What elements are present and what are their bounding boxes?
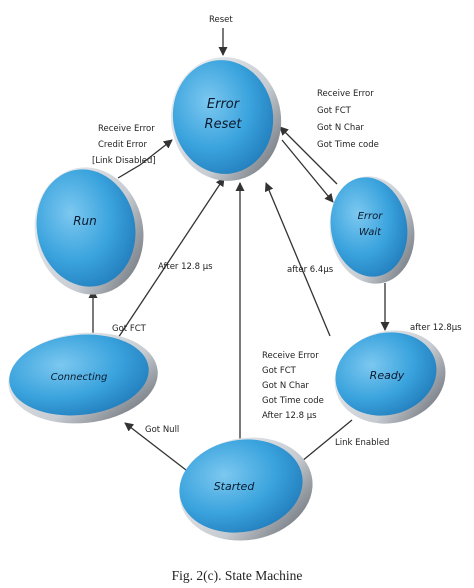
- label-error-reset-to-error-wait: Receive Error Got FCT Got N Char Got Tim…: [317, 89, 379, 150]
- edge-run-to-error-reset: [117, 139, 173, 179]
- edge-connecting-to-error-reset: [117, 177, 225, 339]
- state-started-label: Started: [214, 480, 256, 493]
- label-er-to-wait-line2: Got FCT: [317, 106, 352, 116]
- label-er-to-wait-line1: Receive Error: [317, 89, 374, 99]
- state-error-reset-line2: Reset: [205, 117, 243, 132]
- label-ready-to-error-reset: Receive Error Got FCT Got N Char Got Tim…: [262, 351, 324, 421]
- label-ready-to-er-line5: After 12.8 µs: [262, 411, 317, 421]
- edge-error-wait-to-error-reset: [279, 126, 338, 185]
- label-er-to-wait-line4: Got Time code: [317, 140, 379, 150]
- state-started: Started: [179, 437, 313, 541]
- state-ready-label: Ready: [370, 369, 405, 382]
- label-wait-to-er-timeout: after 6.4µs: [287, 265, 334, 275]
- label-run-to-error-reset: Receive Error Credit Error [Link Disable…: [92, 124, 156, 166]
- state-error-reset: Error Reset: [170, 57, 282, 181]
- label-run-to-er-line3: [Link Disabled]: [92, 156, 156, 166]
- state-error-wait: Error Wait: [329, 176, 415, 284]
- figure-caption: Fig. 2(c). State Machine: [172, 568, 303, 583]
- transitions: [88, 28, 390, 471]
- edge-error-wait-to-error-reset-timeout: [264, 182, 331, 337]
- edge-ready-to-started: [295, 419, 353, 467]
- edge-error-reset-to-error-wait: [281, 139, 334, 203]
- state-error-reset-line1: Error: [207, 97, 241, 112]
- label-er-to-wait-line3: Got N Char: [317, 123, 364, 133]
- state-connecting-label: Connecting: [51, 372, 108, 383]
- label-ready-to-er-line1: Receive Error: [262, 351, 319, 361]
- label-run-to-er-line2: Credit Error: [98, 140, 147, 150]
- label-ready-to-er-line4: Got Time code: [262, 396, 324, 406]
- label-run-to-er-line1: Receive Error: [98, 124, 155, 134]
- label-wait-to-ready: after 12.8µs: [410, 323, 462, 333]
- label-connecting-to-run: Got FCT: [112, 324, 147, 334]
- label-ready-to-er-line3: Got N Char: [262, 381, 309, 391]
- label-ready-to-started: Link Enabled: [335, 438, 389, 448]
- label-connecting-to-error-reset: After 12.8 µs: [158, 262, 213, 272]
- state-connecting: Connecting: [8, 332, 158, 424]
- label-started-to-connecting: Got Null: [145, 425, 179, 435]
- state-error-wait-line1: Error: [358, 211, 384, 222]
- edge-started-to-connecting: [124, 422, 187, 471]
- state-error-wait-line2: Wait: [359, 227, 382, 238]
- state-ready: Ready: [334, 330, 446, 424]
- label-reset: Reset: [209, 15, 233, 25]
- state-run: Run: [34, 167, 144, 295]
- state-run-label: Run: [73, 214, 97, 228]
- label-ready-to-er-line2: Got FCT: [262, 366, 297, 376]
